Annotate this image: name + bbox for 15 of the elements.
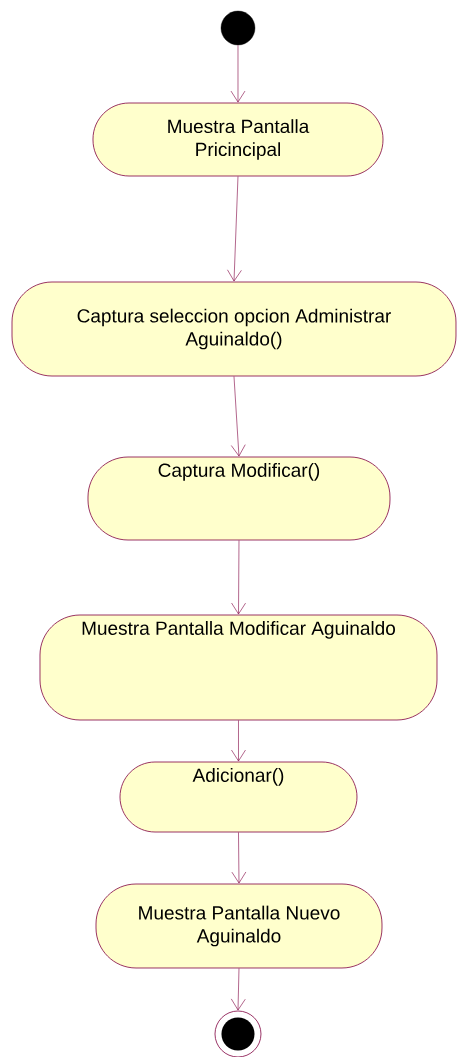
activity-box: Adicionar() [119, 761, 358, 833]
arrow [230, 44, 246, 103]
arrow [231, 376, 246, 457]
arrow [231, 832, 247, 884]
arrow [231, 720, 246, 762]
activity-box: Muestra Pantalla Pricincipal [92, 102, 384, 177]
arrow [230, 968, 246, 1011]
activity-box: Muestra Pantalla Nuevo Aguinaldo [95, 883, 383, 969]
arrow [231, 540, 246, 615]
start-circle [220, 10, 256, 46]
activity-box: Captura Modificar() [87, 456, 391, 541]
activity-box: Muestra Pantalla Modificar Aguinaldo [39, 614, 438, 721]
arrow [227, 176, 242, 282]
end-circle [214, 1010, 262, 1057]
activity-box: Captura seleccion opcion Administrar Aguinaldo() [11, 281, 457, 377]
